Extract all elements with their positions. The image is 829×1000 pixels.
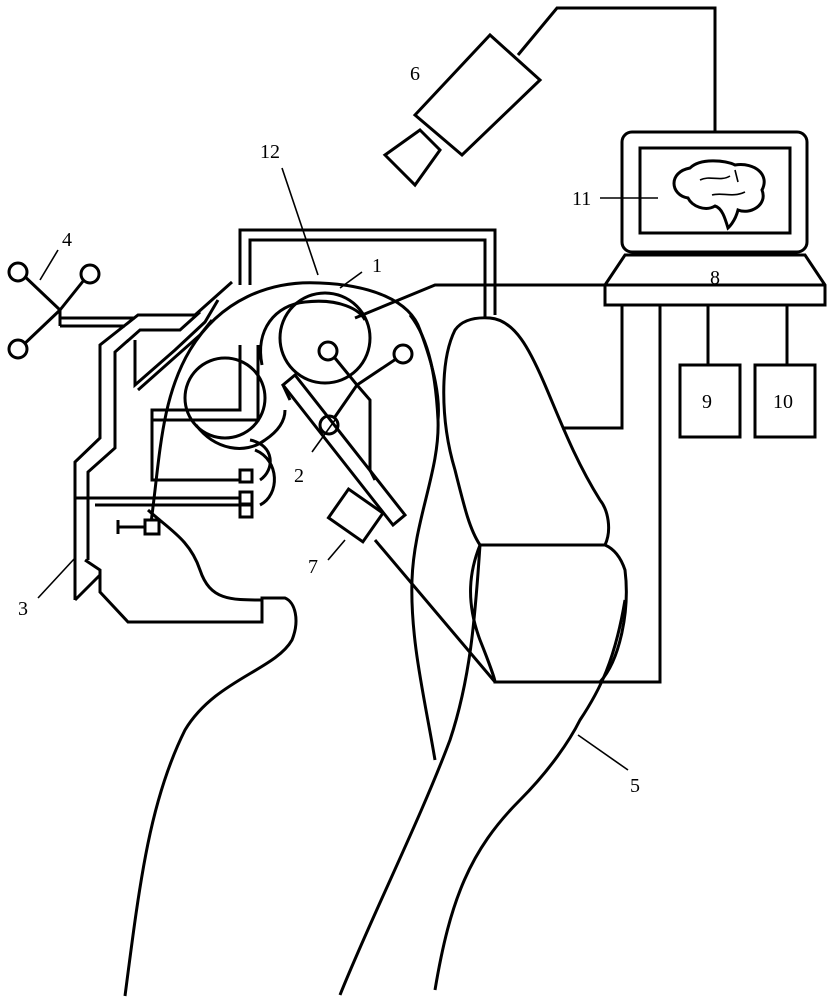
leader-7: [327, 539, 346, 561]
cable-to-arm: [562, 305, 624, 430]
holder4-ball-b: [79, 263, 101, 285]
electrode-1: [238, 468, 254, 484]
electrode-3: [238, 503, 254, 519]
holder4-arm-a: [18, 270, 62, 312]
coil-cable-12: [148, 281, 440, 531]
label-5: 5: [630, 775, 640, 797]
holder4-ball-a: [7, 261, 29, 283]
arm-lower-block: [469, 543, 628, 684]
camera-lens: [382, 128, 442, 188]
label-10: 10: [773, 391, 793, 413]
device-9: [678, 363, 742, 439]
headrest-frame-inner: [248, 238, 487, 318]
electrode-2: [238, 490, 254, 506]
brain-icon: [672, 159, 766, 231]
sensor-cable: [373, 305, 662, 684]
face-neck-outline: [84, 558, 298, 997]
ear-curve-1: [249, 438, 272, 482]
monitor-display-11: [638, 146, 792, 235]
laptop-screen: [620, 130, 809, 254]
arm-upper-block: [442, 316, 611, 547]
leader-5: [577, 734, 629, 771]
frame-bottom-left: [73, 573, 102, 602]
label-12: 12: [260, 141, 280, 163]
coil-cable-to-8: [354, 283, 610, 320]
arm-inner-outline: [338, 544, 482, 996]
headrest-frame: [238, 228, 497, 315]
leader-4: [39, 249, 59, 281]
label-7: 7: [308, 556, 318, 578]
device-10: [753, 363, 817, 439]
coil-inner-loop: [259, 299, 367, 366]
leader-2: [311, 419, 336, 453]
jaw-outline: [146, 508, 263, 602]
camera-icon: [382, 32, 543, 188]
leader-3: [37, 557, 76, 599]
label-2: 2: [294, 465, 304, 487]
holder4-ball-c: [7, 338, 29, 360]
probe-bar: [280, 372, 408, 528]
sensor-7: [326, 486, 386, 544]
camera-cable: [516, 6, 717, 132]
label-8: 8: [710, 267, 720, 289]
camera-body: [412, 32, 543, 158]
coil-2-tail: [194, 409, 287, 450]
label-1: 1: [372, 255, 382, 277]
holder2-ball-b: [392, 343, 414, 365]
head-frame-brace: [133, 299, 220, 389]
leader-12: [281, 167, 319, 276]
leader-1: [339, 271, 363, 289]
head-frame-inner: [86, 310, 202, 560]
label-6: 6: [410, 63, 420, 85]
holder4-arm-c: [18, 308, 62, 350]
label-4: 4: [62, 229, 72, 251]
label-3: 3: [18, 598, 28, 620]
probe-tip: [281, 384, 292, 401]
label-9: 9: [702, 391, 712, 413]
coil-1: [278, 291, 372, 385]
ear-curve-2: [254, 448, 276, 507]
electrode-wire-1: [150, 430, 248, 482]
label-11: 11: [572, 188, 591, 210]
holder2-ball-a: [317, 340, 339, 362]
arm-outline: [433, 599, 627, 991]
coil-2: [183, 356, 267, 440]
chin-sensor: [143, 518, 161, 536]
